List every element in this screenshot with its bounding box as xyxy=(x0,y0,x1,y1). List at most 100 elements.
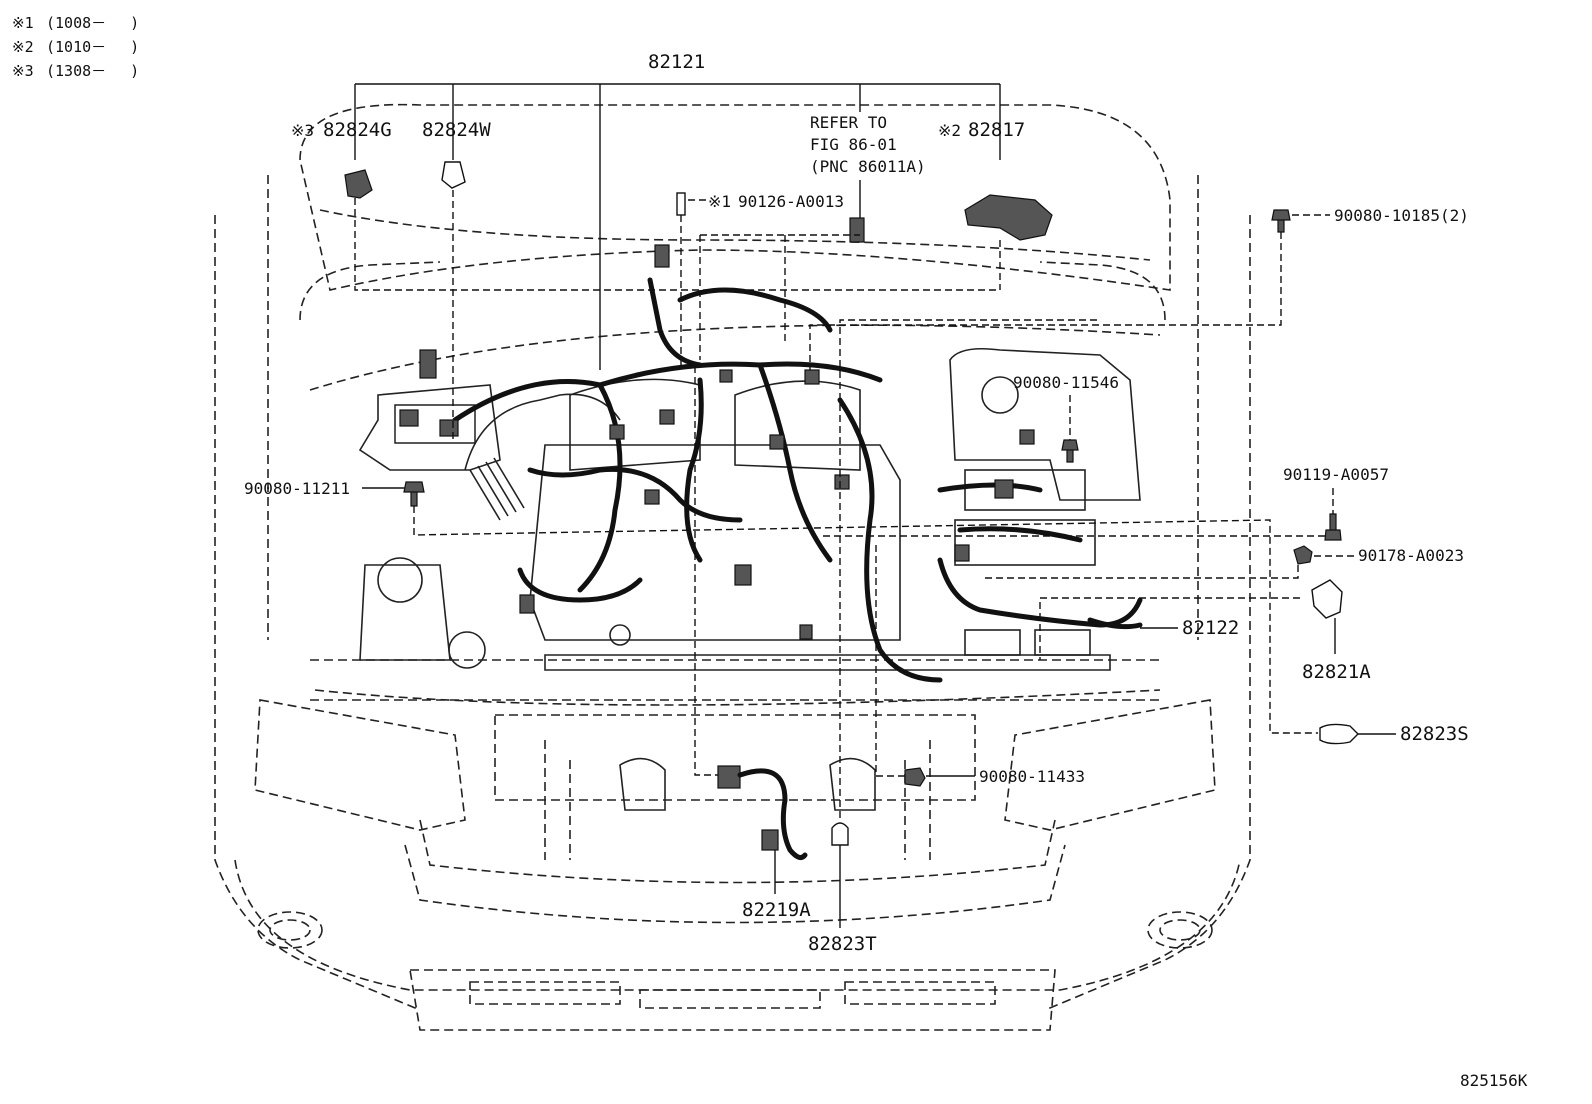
battery-cell-2 xyxy=(1034,629,1091,656)
connector-h xyxy=(609,424,625,440)
callout-90080-10185: 90080-10185(2) xyxy=(809,206,1469,370)
label-82122: 82122 xyxy=(1182,617,1239,639)
grille-frame xyxy=(419,819,1056,884)
fog-lamp-left xyxy=(257,911,323,949)
connector-82219A-end xyxy=(761,829,779,851)
bolt-90080-11433-icon xyxy=(904,767,926,787)
clamp-82823T-icon xyxy=(831,822,849,846)
washer-tank-cap xyxy=(377,557,423,603)
coolant-cap xyxy=(448,631,486,669)
note-3-mark: ※3 xyxy=(12,62,34,80)
label-90080-11433: 90080-11433 xyxy=(979,767,1085,786)
connector-b xyxy=(399,409,419,427)
clamp-82824G-icon xyxy=(344,169,373,199)
label-82821A: 82821A xyxy=(1302,661,1371,683)
harness-82122 xyxy=(1087,617,1143,630)
horn-right xyxy=(829,757,876,811)
connector-m xyxy=(519,594,535,614)
callout-82821A: 82821A xyxy=(1039,579,1371,683)
center-post xyxy=(544,740,931,860)
label-90126: 90126-A0013 xyxy=(738,192,844,211)
connector-c xyxy=(439,419,459,437)
leader-90080-10185-v xyxy=(809,232,1282,370)
left-fender xyxy=(214,215,421,1011)
bolt-90126-icon xyxy=(676,192,686,216)
connector-g xyxy=(659,409,675,425)
leader-90080-11433-route xyxy=(875,545,905,777)
engine-bay-left xyxy=(299,261,441,321)
connector-e xyxy=(719,369,733,383)
callout-90080-11211: 90080-11211 xyxy=(244,479,1318,734)
clamp-82823S-icon xyxy=(1319,723,1359,745)
bracket-82817-icon xyxy=(964,194,1053,241)
fog-lamp-right xyxy=(1147,911,1213,949)
reservoir-cap xyxy=(981,376,1019,414)
callout-90126: ※1 90126-A0013 xyxy=(676,192,844,776)
refer-line-2: FIG 86-01 xyxy=(810,135,897,154)
label-90126-mark: ※1 xyxy=(708,192,731,211)
label-90080-11211: 90080-11211 xyxy=(244,479,350,498)
protector-82821A-icon xyxy=(1311,579,1343,619)
leader-90178-A0023-route xyxy=(985,565,1299,579)
clamp-82824W-icon xyxy=(441,161,466,189)
note-1-mark: ※1 xyxy=(12,14,34,32)
harness-82219A xyxy=(737,768,808,861)
grille-lower xyxy=(404,844,1066,924)
label-82121: 82121 xyxy=(648,51,705,73)
label-82823S: 82823S xyxy=(1400,723,1469,745)
harness-branch-8 xyxy=(647,277,703,368)
bolt-90080-11211-icon xyxy=(403,481,425,507)
lower-bumper xyxy=(409,969,1056,1031)
horn-left xyxy=(619,757,666,811)
note-1-range: (1008－ ) xyxy=(46,14,139,32)
brake-master-cylinder xyxy=(949,347,1141,501)
clip-90178-A0023-icon xyxy=(1293,545,1313,565)
connector-p xyxy=(799,624,813,640)
callout-90080-11546: 90080-11546 xyxy=(1013,373,1119,463)
callout-82219A: 82219A xyxy=(717,765,811,921)
washer-tank xyxy=(359,564,451,661)
label-82219A: 82219A xyxy=(742,899,811,921)
right-fender xyxy=(1044,215,1251,1011)
engine-bay-right xyxy=(1039,261,1166,321)
callout-refer-fig: REFER TO FIG 86-01 (PNC 86011A) xyxy=(699,113,926,360)
note-2-mark: ※2 xyxy=(12,38,34,56)
harness-branch-10 xyxy=(937,557,1143,628)
bumper-slot-left xyxy=(469,981,621,1005)
bumper-slot-right xyxy=(844,981,996,1005)
bumper-slot-center xyxy=(639,989,821,1009)
callout-82823T: 82823T xyxy=(808,319,1100,955)
headlamp-left xyxy=(254,699,466,831)
leader-82821A-route xyxy=(1039,597,1300,660)
vehicle-outline xyxy=(214,103,1251,1031)
connector-d xyxy=(654,244,670,268)
radiator-core xyxy=(494,714,976,801)
bolt-90080-10185-icon xyxy=(1271,209,1291,233)
fog-lamp-right-inner xyxy=(1159,919,1201,941)
label-90080-10185: 90080-10185(2) xyxy=(1334,206,1469,225)
connector-a xyxy=(419,349,437,379)
label-82817-mark: ※2 xyxy=(938,121,961,140)
applicability-notes: ※1 (1008－ ) ※2 (1010－ ) ※3 (1308－ ) xyxy=(12,14,139,80)
intake-duct xyxy=(464,393,621,471)
connector-q xyxy=(954,544,970,562)
valve-cover-left xyxy=(569,378,701,471)
connector-k xyxy=(834,474,850,490)
callout-90178-A0023: 90178-A0023 xyxy=(985,545,1464,579)
harness-branch-5 xyxy=(527,466,743,523)
radiator-cap xyxy=(609,624,631,646)
callout-82824W: 82824W xyxy=(422,119,491,440)
connector-n xyxy=(994,479,1014,499)
harness-branch-6 xyxy=(517,567,643,603)
bumper-top xyxy=(314,689,1161,706)
intake-bellows xyxy=(469,457,525,521)
callout-82823S: 82823S xyxy=(1319,723,1469,745)
label-82817: 82817 xyxy=(968,119,1025,141)
note-2-range: (1010－ ) xyxy=(46,38,139,56)
leader-82121-drops xyxy=(354,84,1001,370)
bolt-90080-11546-icon xyxy=(1061,439,1079,463)
connector-l xyxy=(769,434,785,450)
refer-line-1: REFER TO xyxy=(810,113,887,132)
